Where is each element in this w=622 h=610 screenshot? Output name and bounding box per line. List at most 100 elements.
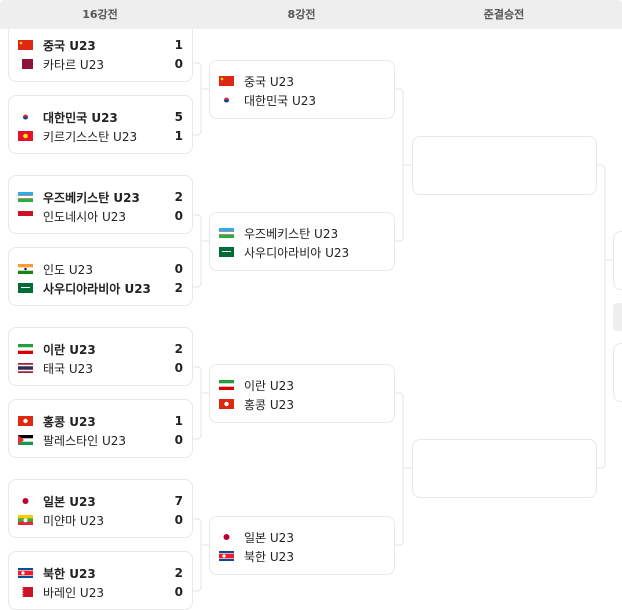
team-row[interactable]: 키르기스스탄 U23 1 [9,127,192,145]
team-score: 0 [174,209,183,223]
japan-flag-icon [9,496,43,506]
team-name: 홍콩 U23 [43,414,96,429]
quarter-finals-match-card[interactable]: 우즈베키스탄 U23 사우디아라비아 U23 [209,212,395,271]
palestine-flag-icon [9,435,43,445]
team-row[interactable]: 북한 U23 2 [9,564,192,582]
team-name: 홍콩 U23 [244,397,294,412]
bracket-connector-line [193,214,209,288]
indonesia-flag-icon [9,211,43,221]
qatar-flag-icon [9,59,43,69]
iran-flag-icon [210,380,244,390]
team-score: 0 [174,361,183,375]
team-row[interactable]: 인도네시아 U23 0 [9,207,192,225]
saudi-flag-icon [210,247,244,257]
round-of-16-match-card[interactable]: 우즈베키스탄 U23 2 인도네시아 U23 0 [8,175,193,234]
team-row[interactable]: 북한 U23 [210,547,394,565]
team-row[interactable]: 카타르 U23 0 [9,55,192,73]
kyrgyzstan-flag-icon [9,131,43,141]
quarter-finals-match-card[interactable]: 일본 U23 북한 U23 [209,516,395,575]
team-row[interactable]: 우즈베키스탄 U23 [210,224,394,242]
team-name: 미얀마 U23 [43,513,104,528]
team-row[interactable]: 우즈베키스탄 U23 2 [9,188,192,206]
team-name: 중국 U23 [244,74,294,89]
japan-flag-icon [210,532,244,542]
team-row[interactable]: 대한민국 U23 [210,91,394,109]
northkorea-flag-icon [210,551,244,561]
final-match-card[interactable] [613,231,622,290]
korea-flag-icon [210,95,244,105]
team-name: 이란 U23 [43,342,96,357]
team-name: 키르기스스탄 U23 [43,129,138,144]
team-row[interactable]: 미얀마 U23 0 [9,511,192,529]
team-row[interactable]: 사우디아라비아 U23 [210,243,394,261]
team-score: 5 [174,110,183,124]
team-score: 1 [174,414,183,428]
bracket-connector-line [193,62,209,136]
team-row[interactable]: 이란 U23 [210,376,394,394]
team-name: 대한민국 U23 [244,93,317,108]
team-score: 0 [174,513,183,527]
bracket-connector-line [395,88,412,242]
team-name: 바레인 U23 [43,585,104,600]
team-score: 0 [174,262,183,276]
china-flag-icon [9,40,43,50]
team-score: 2 [174,190,183,204]
team-name: 우즈베키스탄 U23 [244,226,339,241]
india-flag-icon [9,264,43,274]
team-name: 인도네시아 U23 [43,209,127,224]
round-label-16: 16강전 [82,8,118,21]
team-row[interactable]: 홍콩 U23 1 [9,412,192,430]
uzbekistan-flag-icon [210,228,244,238]
round-of-16-match-card[interactable]: 북한 U23 2 바레인 U23 0 [8,551,193,610]
team-name: 북한 U23 [244,549,294,564]
team-row[interactable]: 바레인 U23 0 [9,583,192,601]
team-row[interactable]: 일본 U23 [210,528,394,546]
hongkong-flag-icon [9,416,43,426]
team-score: 2 [174,566,183,580]
team-name: 이란 U23 [244,378,294,393]
round-label-8: 8강전 [287,8,316,21]
final-divider [613,303,622,331]
team-score: 0 [174,433,183,447]
team-score: 0 [174,57,183,71]
hongkong-flag-icon [210,399,244,409]
semi-finals-match-card[interactable] [412,136,597,195]
quarter-finals-match-card[interactable]: 중국 U23 대한민국 U23 [209,60,395,119]
semi-finals-match-card[interactable] [412,439,597,498]
team-name: 사우디아라비아 U23 [43,281,151,296]
team-name: 우즈베키스탄 U23 [43,190,140,205]
bracket-connector-line [193,366,209,440]
round-of-16-match-card[interactable]: 홍콩 U23 1 팔레스타인 U23 0 [8,399,193,458]
team-row[interactable]: 홍콩 U23 [210,395,394,413]
team-name: 북한 U23 [43,566,96,581]
saudi-flag-icon [9,283,43,293]
team-name: 일본 U23 [43,494,96,509]
northkorea-flag-icon [9,568,43,578]
bracket-connector-line [193,518,209,592]
round-header: 16강전 8강전 준결승전 [0,0,622,29]
team-score: 0 [174,585,183,599]
team-row[interactable]: 팔레스타인 U23 0 [9,431,192,449]
team-name: 팔레스타인 U23 [43,433,127,448]
final-match-card[interactable] [613,343,622,402]
team-name: 일본 U23 [244,530,294,545]
quarter-finals-match-card[interactable]: 이란 U23 홍콩 U23 [209,364,395,423]
bracket-connector-line [395,392,412,546]
team-score: 1 [174,129,183,143]
team-row[interactable]: 중국 U23 [210,72,394,90]
team-name: 카타르 U23 [43,57,104,72]
